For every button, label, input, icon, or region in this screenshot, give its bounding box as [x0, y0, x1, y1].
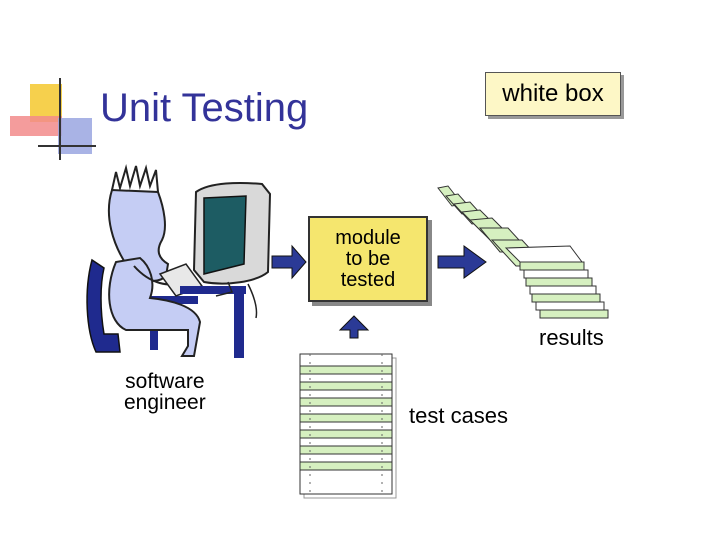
arrow-testcases-to-module-icon [338, 315, 370, 339]
module-label-line: to be [345, 247, 391, 270]
slide-title: Unit Testing [100, 86, 309, 130]
module-box: module to be tested [308, 216, 428, 302]
arrow-engineer-to-module-icon [271, 244, 307, 280]
engineer-label-line: software [125, 370, 205, 393]
results-label: results [539, 325, 604, 350]
white-box-tag: white box [485, 72, 621, 116]
engineer-illustration-icon [86, 164, 272, 358]
test-cases-label: test cases [409, 403, 509, 428]
module-label-line: tested [340, 268, 396, 291]
test-cases-stack-icon [299, 353, 397, 499]
engineer-label: software engineer [124, 371, 206, 413]
slide-logo-icon [10, 78, 96, 160]
engineer-label-line: engineer [124, 391, 206, 414]
module-label-line: module [335, 226, 401, 249]
results-stack-icon [437, 185, 609, 319]
arrow-module-to-results-icon [437, 245, 487, 279]
